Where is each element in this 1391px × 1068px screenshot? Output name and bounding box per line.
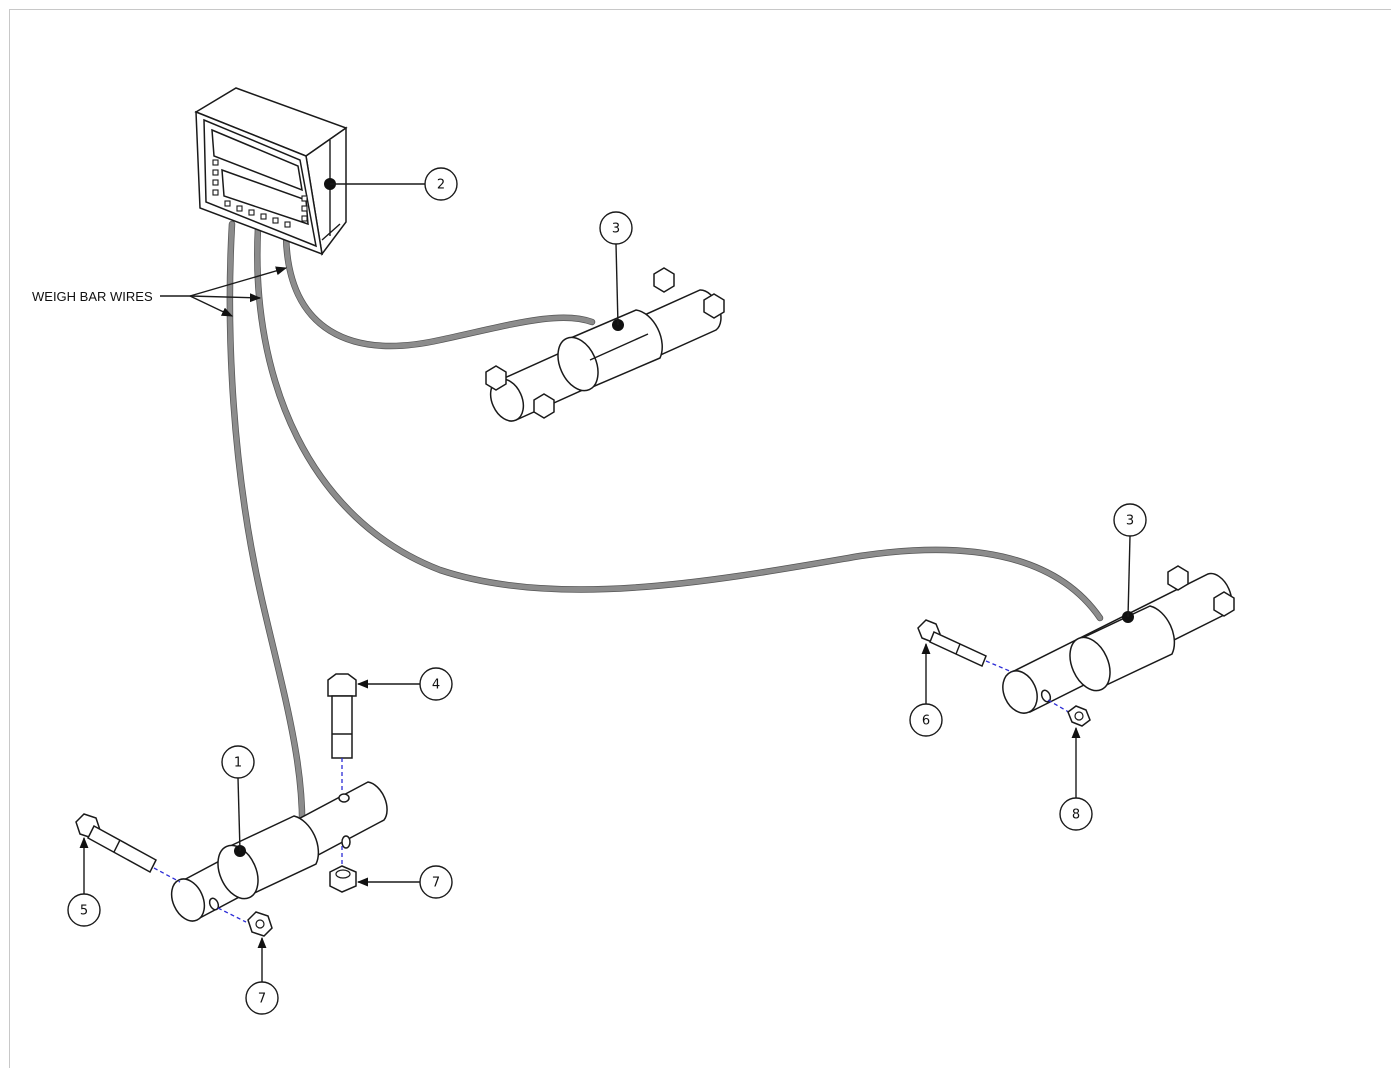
bolt-6 [917, 619, 987, 668]
svg-text:5: 5 [80, 904, 88, 919]
callout-4: 4 [419, 667, 453, 701]
callout-7-right: 7 [419, 865, 453, 899]
callout-2: 2 [424, 167, 458, 201]
weigh-bar-lower [75, 673, 388, 937]
callout-leaders [79, 183, 1131, 982]
callout-1: 1 [221, 745, 255, 779]
weigh-bar-wires-label: WEIGH BAR WIRES [32, 289, 153, 304]
svg-text:7: 7 [258, 992, 266, 1007]
nut-7-lower [247, 911, 273, 937]
nut-8 [1067, 705, 1091, 727]
weigh-bar-wires-leaders [160, 266, 288, 317]
svg-text:2: 2 [437, 178, 445, 193]
callout-3-right: 3 [1113, 503, 1147, 537]
svg-text:8: 8 [1072, 808, 1080, 823]
svg-text:3: 3 [1126, 514, 1134, 529]
bolt-5 [75, 813, 157, 874]
weigh-bar-wires [226, 220, 1104, 866]
svg-text:7: 7 [432, 876, 440, 891]
svg-text:4: 4 [432, 678, 440, 693]
callout-6: 6 [909, 703, 943, 737]
callout-7-lower: 7 [245, 981, 279, 1015]
svg-text:3: 3 [612, 222, 620, 237]
svg-text:6: 6 [922, 714, 930, 729]
svg-text:1: 1 [234, 756, 242, 771]
callout-3-upper: 3 [599, 211, 633, 245]
weigh-bar-upper [485, 267, 725, 422]
scale-indicator [194, 87, 348, 256]
weigh-bar-right [917, 565, 1235, 727]
callout-5: 5 [67, 893, 101, 927]
callout-8: 8 [1059, 797, 1093, 831]
bolt-4 [327, 673, 357, 759]
nut-7-vertical [329, 865, 357, 893]
drawing-frame [9, 9, 1391, 1068]
